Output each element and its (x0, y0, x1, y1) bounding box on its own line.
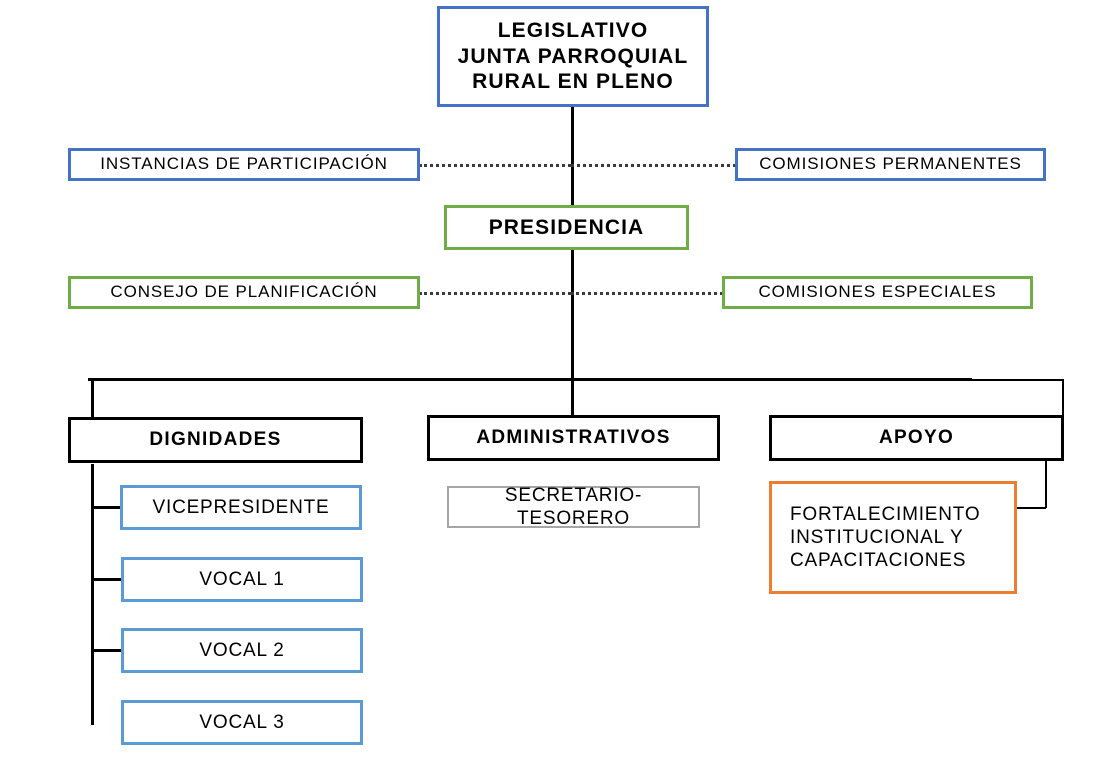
connector-instancias-dotted (419, 164, 571, 167)
connector-drop-dignidades (91, 378, 94, 418)
node-vocal-1-label: VOCAL 1 (199, 568, 285, 590)
node-legislativo-line2: JUNTA PARROQUIAL (457, 44, 689, 68)
node-legislativo-line1: LEGISLATIVO (497, 19, 649, 43)
node-instancias-de-participacion-label: INSTANCIAS DE PARTICIPACIÓN (100, 154, 388, 174)
node-presidencia-label: PRESIDENCIA (488, 215, 645, 239)
connector-consejo-planificacion-dotted (419, 292, 571, 295)
connector-tick-fortalecimiento (1016, 507, 1046, 509)
node-vocal-3[interactable]: VOCAL 3 (121, 700, 363, 745)
node-vicepresidente[interactable]: VICEPRESIDENTE (120, 485, 362, 530)
node-administrativos-label: ADMINISTRATIVOS (476, 427, 671, 449)
node-comisiones-especiales-label: COMISIONES ESPECIALES (758, 282, 997, 302)
node-legislativo[interactable]: LEGISLATIVO JUNTA PARROQUIAL RURAL EN PL… (437, 6, 709, 107)
node-vocal-1[interactable]: VOCAL 1 (121, 557, 363, 602)
node-consejo-de-planificacion[interactable]: CONSEJO DE PLANIFICACIÓN (68, 276, 420, 309)
connector-drop-apoyo (1062, 379, 1064, 417)
connector-tier3-bus-extension (960, 379, 1064, 381)
node-comisiones-permanentes[interactable]: COMISIONES PERMANENTES (735, 148, 1046, 181)
connector-legislativo-to-presidencia (571, 106, 574, 208)
connector-tier3-bus (88, 378, 972, 381)
node-dignidades[interactable]: DIGNIDADES (68, 417, 363, 463)
node-vocal-2-label: VOCAL 2 (199, 639, 285, 661)
node-comisiones-especiales[interactable]: COMISIONES ESPECIALES (722, 276, 1033, 309)
node-comisiones-permanentes-label: COMISIONES PERMANENTES (759, 154, 1022, 174)
node-secretario-tesorero[interactable]: SECRETARIO-TESORERO (447, 484, 700, 529)
node-administrativos[interactable]: ADMINISTRATIVOS (427, 415, 720, 461)
node-vocal-2[interactable]: VOCAL 2 (121, 628, 363, 673)
node-secretario-tesorero-label: SECRETARIO-TESORERO (504, 484, 643, 529)
connector-comisiones-permanentes-dotted (571, 164, 736, 167)
connector-comisiones-especiales-dotted (571, 292, 723, 295)
node-vocal-3-label: VOCAL 3 (199, 711, 285, 733)
node-legislativo-line3: RURAL EN PLENO (472, 70, 674, 94)
connector-tick-vicepresidente (91, 506, 121, 509)
node-fortalecimiento-institucional[interactable]: FORTALECIMIENTO INSTITUCIONAL Y CAPACITA… (769, 481, 1017, 594)
node-presidencia[interactable]: PRESIDENCIA (444, 205, 689, 250)
node-apoyo-label: APOYO (878, 427, 955, 449)
connector-apoyo-spine (1045, 459, 1047, 508)
connector-tick-vocal-2 (91, 649, 122, 652)
node-apoyo[interactable]: APOYO (769, 415, 1064, 461)
node-consejo-de-planificacion-label: CONSEJO DE PLANIFICACIÓN (110, 282, 378, 302)
node-instancias-de-participacion[interactable]: INSTANCIAS DE PARTICIPACIÓN (68, 148, 420, 181)
node-fortalecimiento-line2: INSTITUCIONAL Y (790, 526, 964, 548)
node-vicepresidente-label: VICEPRESIDENTE (152, 496, 330, 518)
connector-drop-administrativos (571, 378, 574, 416)
node-dignidades-label: DIGNIDADES (149, 429, 282, 451)
connector-dignidades-spine (91, 464, 94, 725)
node-fortalecimiento-line3: CAPACITACIONES (790, 550, 967, 572)
connector-tick-vocal-1 (91, 578, 122, 581)
connector-presidencia-to-tier3 (571, 249, 574, 380)
node-fortalecimiento-line1: FORTALECIMIENTO (790, 503, 981, 525)
